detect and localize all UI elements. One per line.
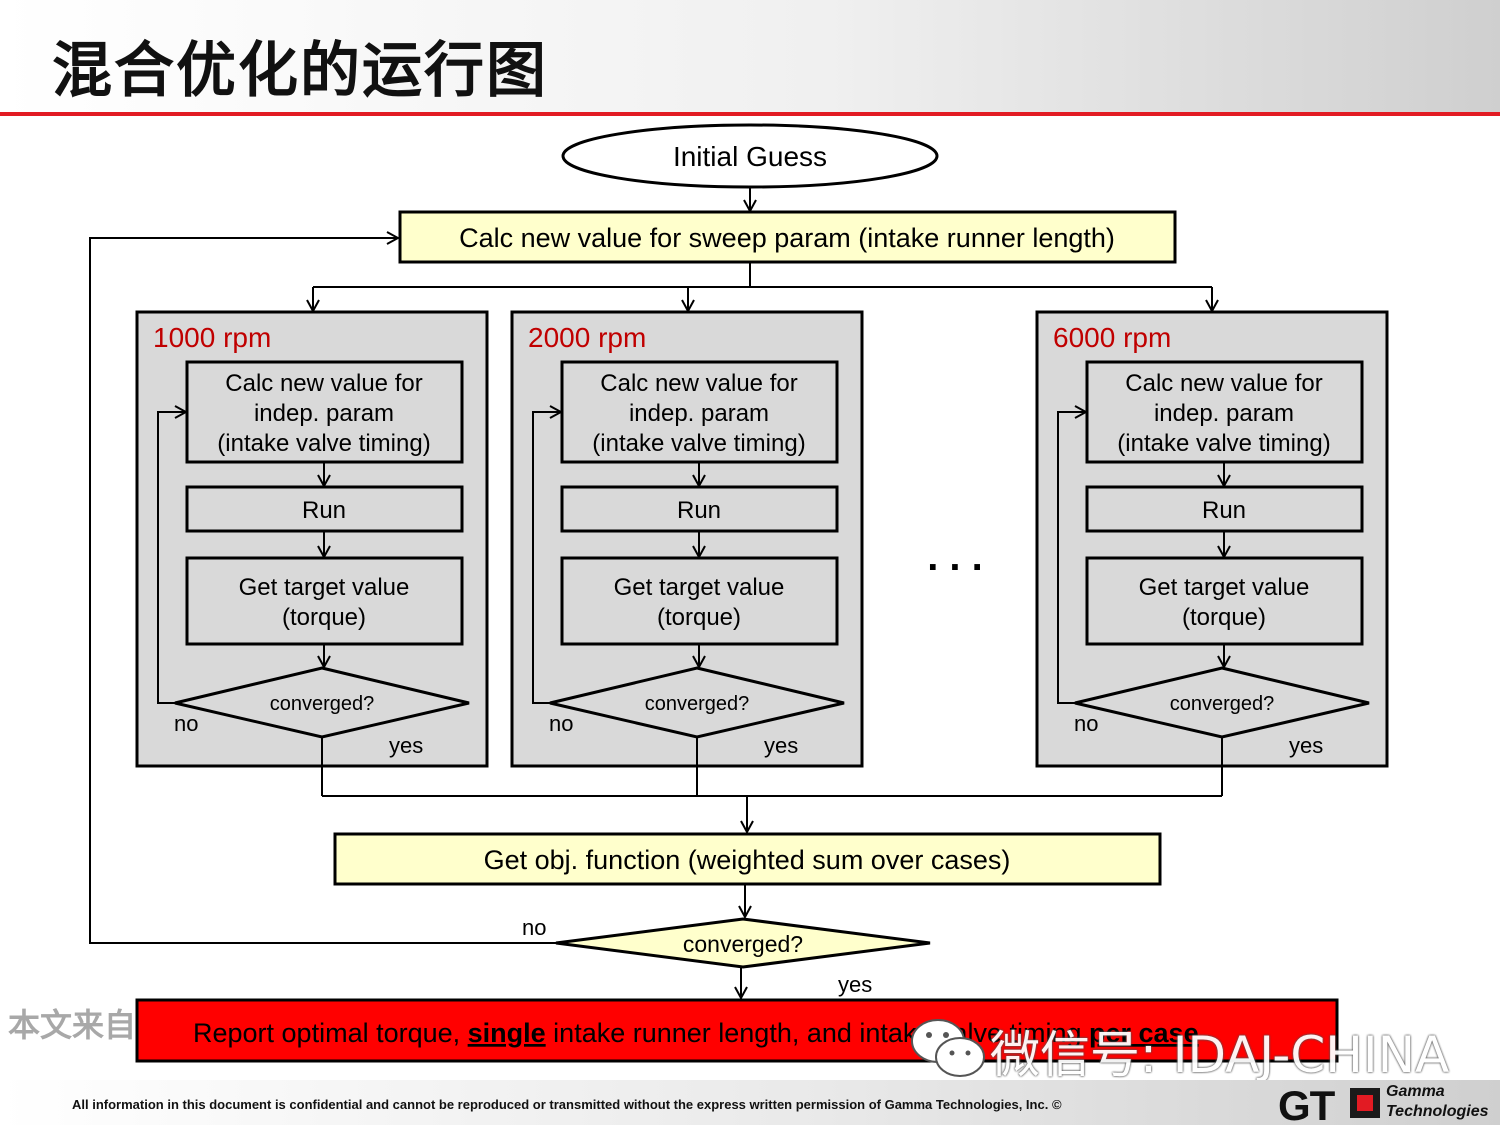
target-box: [560, 556, 839, 646]
case-panel-2000: 2000 rpm Calc new value for indep. param…: [510, 310, 864, 768]
converged-decision: [174, 666, 470, 739]
case-panel-1000: 1000 rpm Calc new value for indep. param…: [135, 310, 489, 768]
case-rpm-label: 6000 rpm: [1053, 322, 1171, 353]
svg-text:Get target value: Get target value: [614, 574, 785, 601]
converged-decision: [549, 666, 845, 739]
sweep-box: [398, 210, 1177, 264]
confidentiality-notice: All information in this document is conf…: [72, 1097, 1062, 1112]
calc-indep-box: [185, 360, 464, 464]
svg-text:Get target value: Get target value: [1139, 574, 1310, 601]
svg-text:(intake valve timing): (intake valve timing): [592, 430, 805, 457]
final-decision-label: converged?: [683, 931, 803, 957]
gamma-technologies-logo: GT Gamma Technologies: [1278, 1082, 1498, 1129]
run-box: [1085, 485, 1364, 533]
case-panel-6000: 6000 rpm Calc new value for indep. param…: [1035, 310, 1389, 768]
svg-text:indep. param: indep. param: [629, 400, 769, 427]
more-cases-ellipsis: . . .: [927, 535, 983, 579]
svg-text:no: no: [1074, 711, 1098, 736]
svg-text:(torque): (torque): [657, 604, 741, 631]
source-watermark: 本文来自: [8, 1006, 137, 1044]
svg-text:converged?: converged?: [645, 693, 750, 715]
svg-text:indep. param: indep. param: [254, 400, 394, 427]
objective-box: [333, 832, 1162, 886]
outer-loop-line: [89, 238, 556, 944]
sweep-label: Calc new value for sweep param (intake r…: [459, 223, 1115, 253]
wechat-id-text: 微信号: IDAJ-CHINA: [990, 1026, 1450, 1084]
case-rpm-label: 2000 rpm: [528, 322, 646, 353]
svg-text:Run: Run: [302, 497, 346, 524]
converged-decision: [1074, 666, 1370, 739]
svg-text:no: no: [174, 711, 198, 736]
logo-square-icon: [1350, 1088, 1380, 1118]
svg-text:Get target value: Get target value: [239, 574, 410, 601]
logo-letters: GT: [1278, 1082, 1335, 1129]
start-label: Initial Guess: [673, 141, 827, 172]
objective-label: Get obj. function (weighted sum over cas…: [484, 845, 1011, 875]
svg-text:Calc new value for: Calc new value for: [1125, 370, 1322, 397]
slide-footer: [0, 1080, 1500, 1125]
wechat-watermark: 微信号: IDAJ-CHINA: [908, 1015, 1468, 1084]
run-box: [185, 485, 464, 533]
calc-indep-box: [1085, 360, 1364, 464]
final-no-label: no: [522, 915, 546, 940]
report-label: Report optimal torque, single intake run…: [193, 1018, 1199, 1048]
wechat-icon: [911, 1019, 985, 1077]
svg-text:(intake valve timing): (intake valve timing): [1117, 430, 1330, 457]
target-box: [185, 556, 464, 646]
svg-text:no: no: [549, 711, 573, 736]
report-box: [135, 998, 1339, 1063]
svg-text:Calc new value for: Calc new value for: [225, 370, 422, 397]
svg-text:Run: Run: [1202, 497, 1246, 524]
svg-text:(intake valve timing): (intake valve timing): [217, 430, 430, 457]
svg-text:converged?: converged?: [1170, 693, 1275, 715]
svg-text:(torque): (torque): [1182, 604, 1266, 631]
final-converged-decision: [555, 917, 931, 969]
svg-text:yes: yes: [389, 733, 423, 758]
svg-text:yes: yes: [764, 733, 798, 758]
target-box: [1085, 556, 1364, 646]
header-divider: [0, 112, 1500, 116]
final-yes-label: yes: [838, 972, 872, 997]
run-box: [560, 485, 839, 533]
svg-text:Calc new value for: Calc new value for: [600, 370, 797, 397]
svg-text:(torque): (torque): [282, 604, 366, 631]
logo-company-name: Gamma Technologies: [1386, 1083, 1489, 1120]
svg-text:Run: Run: [677, 497, 721, 524]
slide-header: [0, 0, 1500, 112]
slide-title: 混合优化的运行图: [52, 36, 548, 106]
svg-text:indep. param: indep. param: [1154, 400, 1294, 427]
svg-text:yes: yes: [1289, 733, 1323, 758]
svg-text:converged?: converged?: [270, 693, 375, 715]
case-rpm-label: 1000 rpm: [153, 322, 271, 353]
